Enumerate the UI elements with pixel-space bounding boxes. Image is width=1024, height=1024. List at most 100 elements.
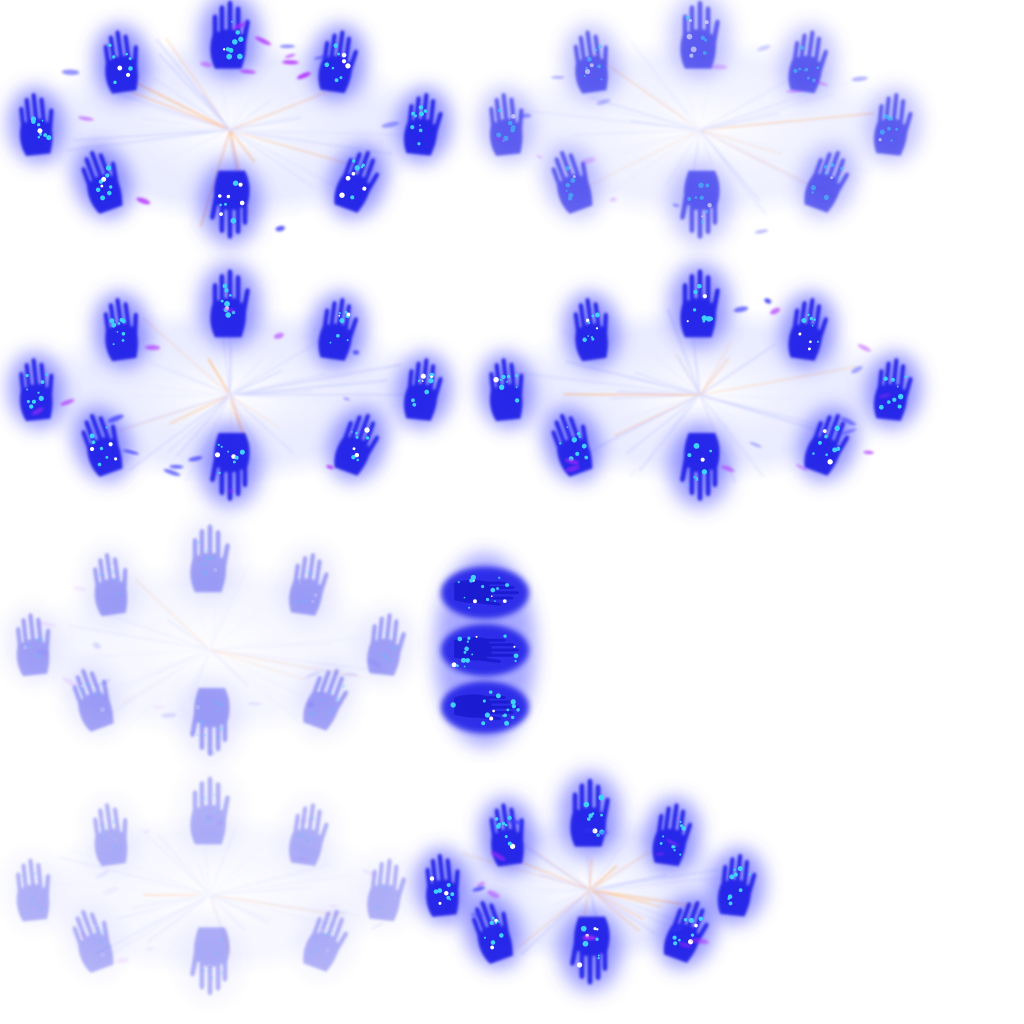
sparkle — [827, 459, 833, 465]
light-streak — [209, 622, 355, 651]
sparkle — [301, 598, 307, 604]
light-streak — [699, 129, 811, 154]
light-streak — [209, 649, 249, 724]
sparkle — [98, 929, 104, 935]
light-streak — [128, 394, 231, 471]
sparkle — [598, 794, 605, 801]
mote — [343, 397, 351, 401]
sparkle — [228, 47, 234, 53]
glowing-hand — [328, 407, 387, 482]
mote — [796, 464, 808, 471]
glowing-hand — [297, 903, 356, 978]
mote — [102, 887, 119, 895]
light-streak — [100, 649, 211, 658]
hand-sparkles — [98, 816, 119, 849]
sparkle — [446, 895, 451, 900]
sparkle — [205, 570, 209, 574]
sparkle — [220, 299, 224, 303]
sparkle — [471, 653, 474, 656]
light-streak — [602, 129, 701, 161]
sparkle — [361, 163, 365, 167]
sparkle — [438, 901, 442, 905]
sparkle — [356, 458, 360, 462]
sparkle — [811, 191, 814, 194]
mote — [169, 464, 184, 469]
glowing-hand — [415, 848, 471, 924]
mote — [610, 197, 617, 202]
sparkle — [387, 658, 392, 663]
sparkle — [698, 182, 704, 189]
sparkle — [24, 633, 28, 637]
glowing-hand — [281, 797, 337, 874]
sparkle — [449, 898, 452, 901]
sparkle — [121, 592, 125, 595]
sparkle — [108, 185, 113, 189]
sparkle — [878, 138, 882, 142]
sparkle — [114, 579, 118, 583]
sparkle — [451, 662, 457, 668]
sparkle — [216, 810, 220, 815]
light-streaks — [66, 37, 432, 227]
sparkle — [326, 948, 329, 951]
sparkle — [119, 317, 124, 323]
sparkle — [813, 318, 816, 321]
sparkle — [514, 373, 519, 378]
sparkle — [812, 452, 815, 455]
glowing-hand — [297, 662, 356, 737]
hand-sparkles — [329, 310, 351, 344]
hand-sparkles — [196, 540, 218, 576]
sparkle — [830, 176, 833, 180]
sparkle — [305, 593, 308, 596]
light-streak — [229, 363, 401, 396]
sparkle — [565, 190, 568, 192]
sparkle — [37, 391, 40, 394]
hand-sparkles — [25, 373, 48, 409]
sparkle — [423, 109, 428, 113]
sparkle — [591, 314, 595, 318]
mote — [232, 22, 247, 30]
sparkle — [97, 949, 100, 952]
sparkle — [209, 975, 214, 980]
hand-sparkles — [378, 631, 397, 664]
sparkle — [323, 931, 329, 938]
sparkle — [381, 884, 385, 888]
sparkle — [692, 308, 697, 312]
light-streak — [209, 875, 352, 896]
sparkle — [446, 883, 451, 888]
light-streak — [174, 894, 211, 930]
sparkle — [100, 829, 105, 834]
light-streak — [209, 865, 256, 896]
sparkle — [99, 940, 104, 945]
light-streak — [209, 636, 301, 651]
hand-sparkles — [222, 20, 244, 60]
sparkle — [481, 585, 485, 589]
sparkle — [510, 127, 516, 133]
sparkle — [214, 708, 219, 712]
hand-sparkles — [411, 372, 435, 407]
sparkle — [33, 654, 37, 658]
mote — [490, 851, 506, 861]
glowing-hand — [94, 24, 150, 101]
sparkle — [798, 67, 802, 71]
mote — [304, 671, 321, 679]
sparkle — [897, 393, 904, 400]
sparkle — [110, 565, 114, 569]
hand-stack-effect — [434, 553, 536, 747]
mote — [205, 814, 215, 820]
sparkle — [469, 578, 474, 583]
glowing-hand — [358, 853, 414, 929]
mote — [367, 658, 382, 668]
sparkle — [128, 57, 132, 61]
sparkle — [224, 288, 229, 293]
sparkle — [365, 436, 370, 440]
glowing-hand — [560, 773, 620, 856]
sparkle — [580, 925, 587, 932]
sparkle — [696, 476, 699, 479]
sparkle — [592, 828, 598, 834]
sparkle — [586, 57, 592, 62]
sparkle — [421, 380, 424, 382]
mote — [678, 942, 692, 948]
sparkle — [334, 78, 339, 83]
sparkle — [116, 331, 119, 333]
mote — [863, 450, 874, 455]
